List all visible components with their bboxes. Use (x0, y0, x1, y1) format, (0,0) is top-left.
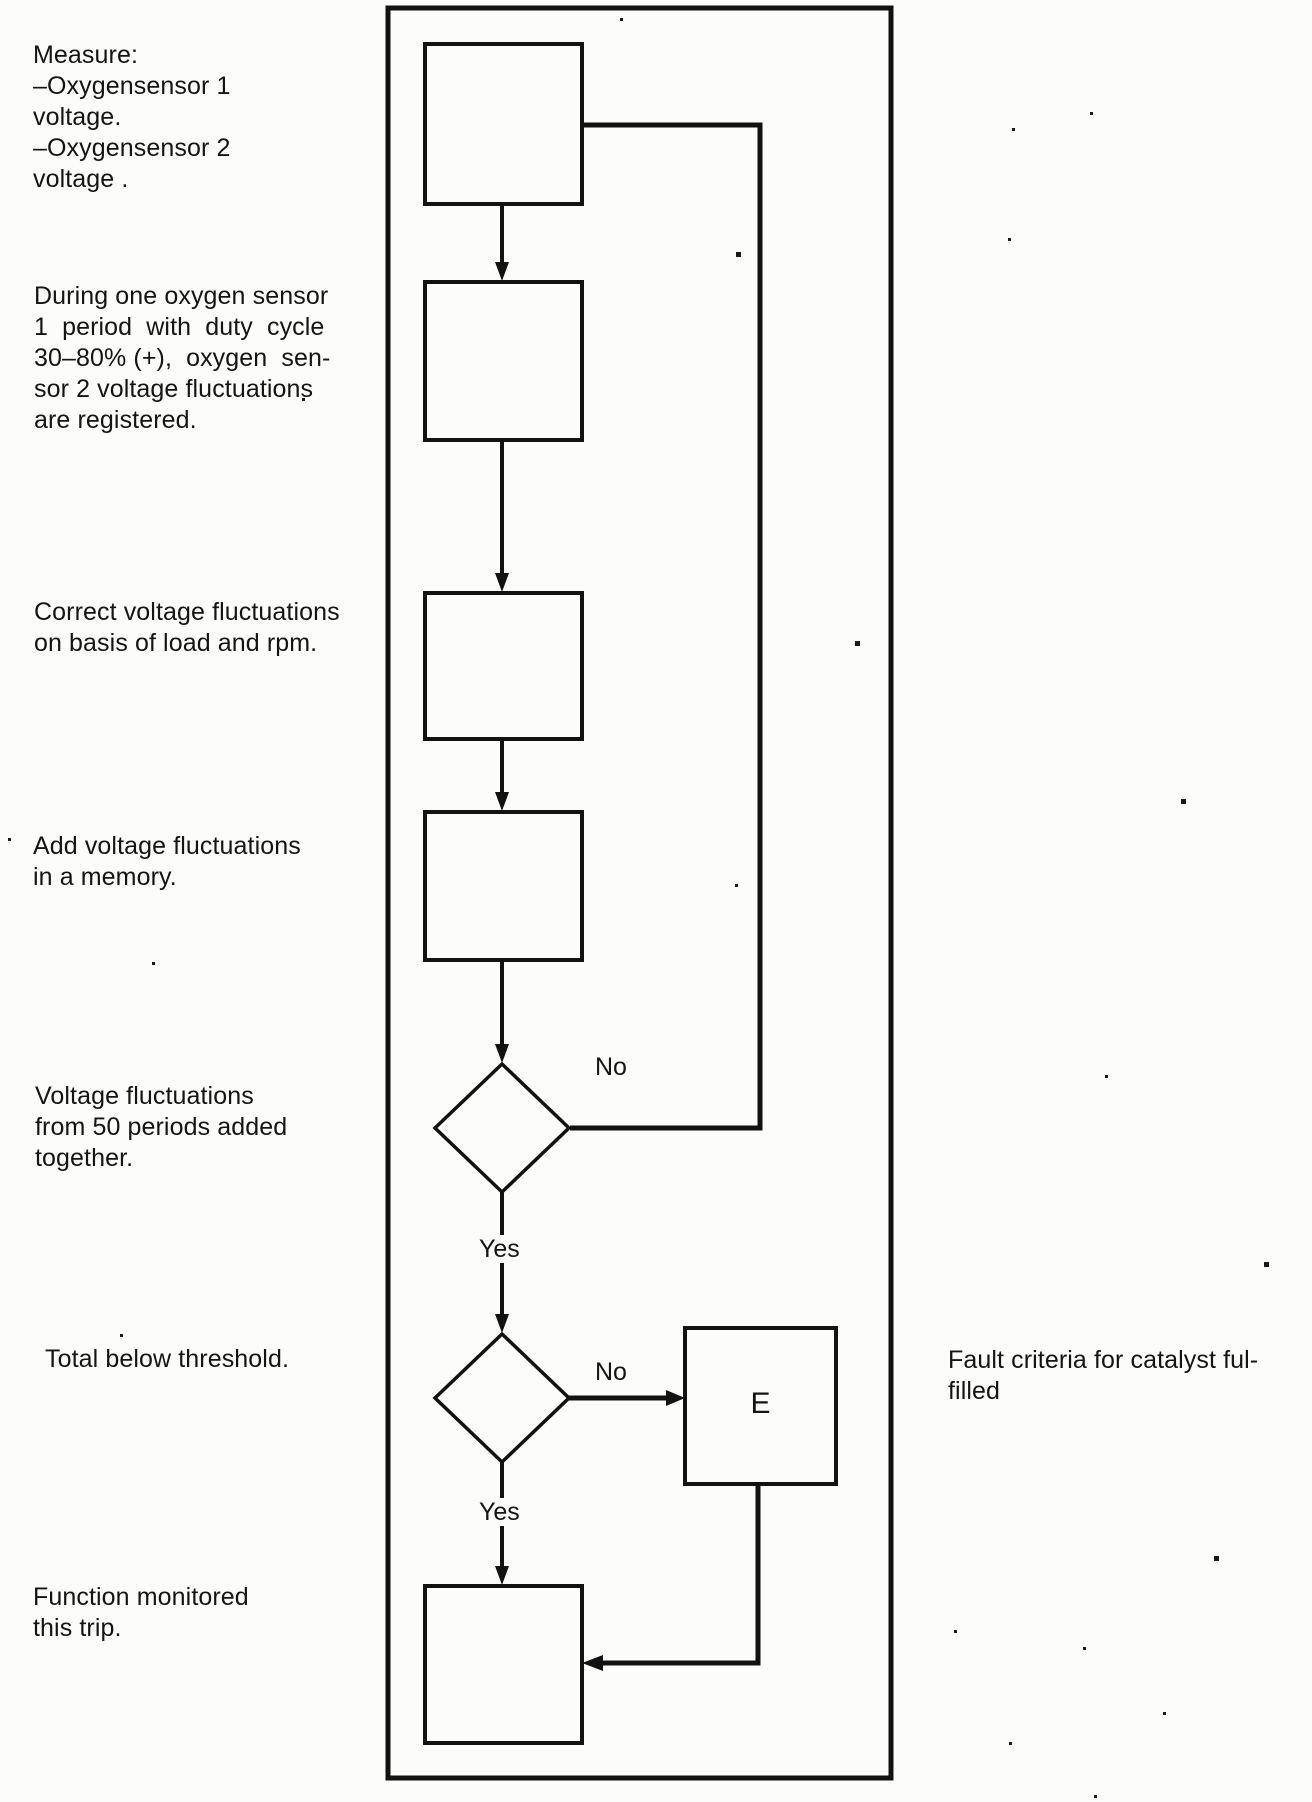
label-decision1-no: No (595, 1053, 627, 1081)
note-during-period: During one oxygen sensor 1 period with d… (34, 282, 331, 434)
arrowhead-diamond2-ebox (666, 1390, 685, 1406)
arrowhead-box1-box2 (495, 262, 509, 281)
arrowhead-box4-diamond1 (495, 1044, 509, 1063)
decision-diamond-50-periods (432, 1061, 572, 1195)
process-box-final (423, 1584, 584, 1745)
arrowhead-diamond1-diamond2 (495, 1314, 509, 1333)
error-box-label: E (750, 1387, 771, 1420)
note-add-memory: Add voltage fluctuations in a memory. (33, 832, 301, 891)
decision-diamond-threshold (432, 1331, 572, 1465)
process-box-measure (423, 42, 584, 206)
scan-noise-specks (0, 0, 3, 3)
note-measure: Measure: –Oxygensensor 1 voltage. –Oxyge… (33, 41, 231, 193)
process-box-correct (423, 591, 584, 741)
error-return-arrowhead (582, 1655, 603, 1671)
note-function-monitored: Function monitored this trip. (33, 1583, 249, 1642)
error-box (683, 1326, 838, 1486)
arrowhead-box3-box4 (495, 792, 509, 811)
note-fault-criteria: Fault criteria for catalyst ful- filled (948, 1346, 1259, 1405)
label-decision2-no: No (595, 1358, 627, 1386)
label-decision2-yes: Yes (474, 1498, 525, 1526)
label-decision1-yes: Yes (474, 1235, 525, 1263)
process-box-add-memory (423, 810, 584, 962)
feedback-loop-line (570, 122, 763, 1131)
note-correct-fluctuations: Correct voltage fluctuations on basis of… (34, 598, 340, 657)
process-box-register (423, 280, 584, 442)
note-below-threshold: Total below threshold. (45, 1345, 290, 1373)
arrowhead-box2-box3 (495, 573, 509, 592)
note-fifty-periods: Voltage fluctuations from 50 periods add… (35, 1082, 288, 1172)
flowchart-border (385, 5, 894, 1781)
error-return-line (602, 1486, 761, 1666)
arrowhead-diamond2-finalbox (495, 1566, 509, 1585)
